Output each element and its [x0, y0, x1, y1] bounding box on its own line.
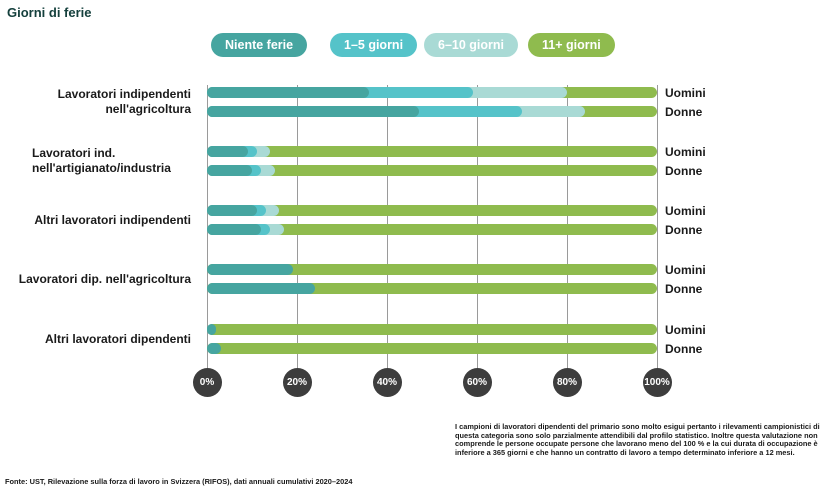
sex-label: Donne: [665, 223, 703, 237]
axis-tick-circle: 80%: [552, 368, 582, 397]
bar-segment-niente-ferie: [207, 165, 252, 176]
bar-segment-niente-ferie: [207, 283, 315, 294]
bar-row-uomini: [207, 205, 657, 216]
bar-row-donne: [207, 165, 657, 176]
bar-segment-niente-ferie: [207, 87, 369, 98]
category-label-line: Altri lavoratori indipendenti: [34, 212, 191, 227]
axis-tick-circle: 40%: [372, 368, 402, 397]
category-label-line: Altri lavoratori dipendenti: [44, 331, 191, 346]
bar-row-donne: [207, 343, 657, 354]
sex-label: Donne: [665, 282, 703, 296]
category-label: Lavoratori ind.nell'artigianato/industri…: [0, 145, 191, 177]
category-label: Altri lavoratori indipendenti: [0, 204, 191, 236]
category-label: Lavoratori dip. nell'agricoltura: [0, 263, 191, 295]
bar-row-uomini: [207, 324, 657, 335]
bar-row-uomini: [207, 264, 657, 275]
axis-tick-circle: 20%: [282, 368, 312, 397]
bar-row-donne: [207, 283, 657, 294]
bar-segment-11-giorni: [207, 205, 657, 216]
bar-row-donne: [207, 106, 657, 117]
legend-pill-1-5-giorni: 1–5 giorni: [330, 33, 418, 57]
legend-pill-6-10-giorni: 6–10 giorni: [424, 33, 518, 57]
chart-title: Giorni di ferie: [7, 5, 92, 20]
axis-tick-circle: 0%: [192, 368, 222, 397]
bar-segment-11-giorni: [207, 165, 657, 176]
bar-segment-niente-ferie: [207, 224, 261, 235]
sex-label: Donne: [665, 342, 703, 356]
source-note: Fonte: UST, Rilevazione sulla forza di l…: [5, 477, 353, 486]
sex-label: Uomini: [665, 263, 706, 277]
bar-segment-niente-ferie: [207, 106, 419, 117]
category-label-line: Lavoratori indipendenti: [57, 87, 191, 101]
sex-label: Donne: [665, 105, 703, 119]
category-label: Altri lavoratori dipendenti: [0, 323, 191, 355]
bar-segment-11-giorni: [207, 224, 657, 235]
axis-tick-circle: 100%: [642, 368, 672, 397]
bar-segment-niente-ferie: [207, 205, 257, 216]
bar-segment-niente-ferie: [207, 343, 221, 354]
legend: Niente ferie 1–5 giorni 6–10 giorni 11+ …: [0, 33, 836, 57]
legend-pill-niente-ferie: Niente ferie: [211, 33, 308, 57]
sex-label: Uomini: [665, 145, 706, 159]
category-label-line: Lavoratori dip. nell'agricoltura: [18, 271, 191, 286]
footnote: I campioni di lavoratori dipendenti del …: [455, 422, 820, 458]
bar-segment-11-giorni: [207, 324, 657, 335]
category-label-line: nell'agricoltura: [105, 102, 191, 116]
sex-label: Donne: [665, 164, 703, 178]
bar-segment-11-giorni: [207, 343, 657, 354]
bar-row-donne: [207, 224, 657, 235]
axis-tick-circle: 60%: [462, 368, 492, 397]
category-label-line: nell'artigianato/industria: [32, 161, 171, 175]
bar-segment-niente-ferie: [207, 324, 216, 335]
sex-label: Uomini: [665, 323, 706, 337]
legend-pill-11plus-giorni: 11+ giorni: [528, 33, 615, 57]
bar-segment-11-giorni: [207, 283, 657, 294]
bar-segment-11-giorni: [207, 264, 657, 275]
bar-row-uomini: [207, 87, 657, 98]
gridline: [656, 85, 658, 369]
category-label-line: Lavoratori ind.: [32, 146, 116, 160]
bar-segment-niente-ferie: [207, 264, 293, 275]
bar-row-uomini: [207, 146, 657, 157]
bar-segment-11-giorni: [207, 146, 657, 157]
bar-segment-niente-ferie: [207, 146, 248, 157]
sex-label: Uomini: [665, 204, 706, 218]
sex-label: Uomini: [665, 86, 706, 100]
